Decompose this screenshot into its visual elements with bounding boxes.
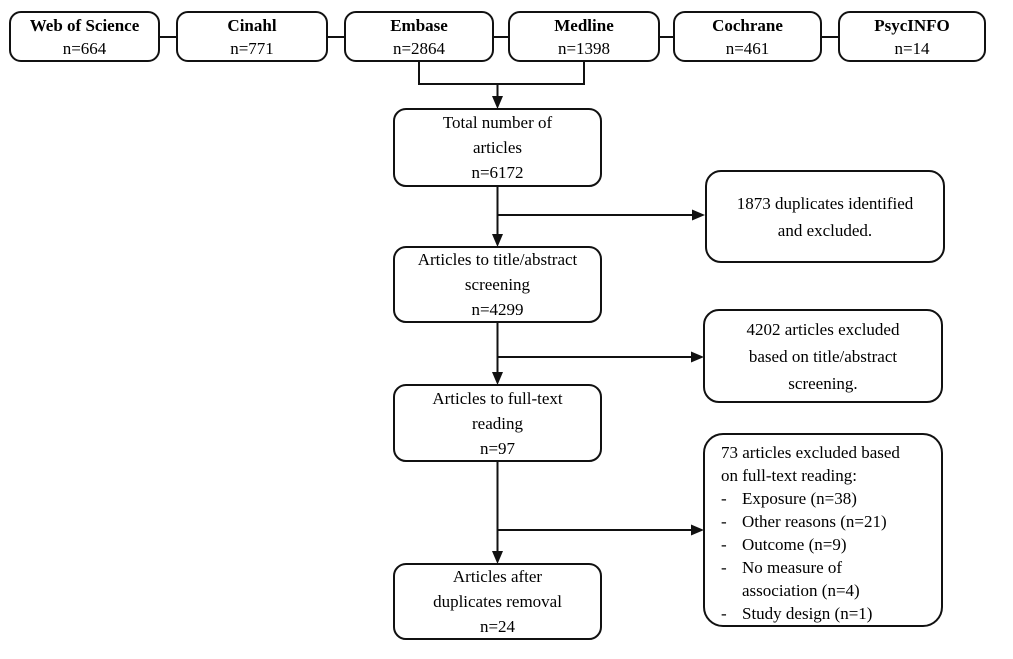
exclusion-list-item: - No measure of association (n=4) bbox=[721, 556, 931, 602]
exclusion-text: 1873 duplicates identified and excluded. bbox=[736, 193, 914, 240]
source-count: n=771 bbox=[230, 38, 274, 58]
source-count: n=664 bbox=[62, 38, 107, 58]
arrow-down-total bbox=[492, 96, 503, 109]
source-box-psycinfo: PsycINFO n=14 bbox=[838, 11, 986, 62]
stage-text: Articles to title/abstract screening n=4… bbox=[417, 250, 578, 319]
exclusion-item-text: Study design (n=1) bbox=[742, 604, 873, 623]
bullet-dash: - bbox=[721, 489, 727, 508]
exclusion-item-text: Other reasons (n=21) bbox=[742, 512, 887, 531]
source-count: n=2864 bbox=[392, 38, 446, 58]
exclusion-item-text: Exposure (n=38) bbox=[742, 489, 857, 508]
arrow-right-abstract-excluded bbox=[691, 351, 704, 363]
source-count: n=14 bbox=[894, 38, 930, 58]
arrow-down-fulltext bbox=[492, 372, 503, 385]
source-count: n=461 bbox=[725, 38, 770, 58]
source-count: n=1398 bbox=[557, 38, 611, 58]
connector-branches bbox=[497, 214, 692, 531]
exclusion-list-item: - Study design (n=1) bbox=[721, 602, 931, 625]
exclusion-item-text: Outcome (n=9) bbox=[742, 535, 847, 554]
source-box-embase: Embase n=2864 bbox=[344, 11, 494, 62]
exclusion-box-duplicates: 1873 duplicates identified and excluded. bbox=[705, 170, 945, 263]
exclusion-heading: 73 articles excluded based on full-text … bbox=[721, 443, 900, 485]
exclusion-box-title-abstract: 4202 articles excluded based on title/ab… bbox=[703, 309, 943, 403]
stage-box-after-duplicates-removal: Articles after duplicates removal n=24 bbox=[393, 563, 602, 640]
source-name: Cinahl bbox=[227, 15, 277, 35]
source-box-web-of-science: Web of Science n=664 bbox=[9, 11, 160, 62]
arrow-right-duplicates bbox=[692, 209, 705, 221]
exclusion-text: 4202 articles excluded based on title/ab… bbox=[746, 319, 900, 393]
source-box-medline: Medline n=1398 bbox=[508, 11, 660, 62]
source-box-cochrane: Cochrane n=461 bbox=[673, 11, 822, 62]
exclusion-list-item: - Exposure (n=38) bbox=[721, 487, 931, 510]
stage-text: Articles to full-text reading n=97 bbox=[432, 388, 563, 458]
arrow-down-final bbox=[492, 551, 503, 564]
exclusion-item-text: No measure of association (n=4) bbox=[742, 558, 860, 600]
source-name: Embase bbox=[390, 15, 448, 35]
source-name: PsycINFO bbox=[874, 15, 950, 35]
arrow-right-fulltext-excluded bbox=[691, 524, 704, 536]
stage-text: Total number of articles n=6172 bbox=[442, 113, 553, 182]
stage-text: Articles after duplicates removal n=24 bbox=[433, 567, 562, 636]
source-name: Web of Science bbox=[29, 15, 140, 35]
bullet-dash: - bbox=[721, 558, 727, 577]
exclusion-list-item: - Other reasons (n=21) bbox=[721, 510, 931, 533]
arrow-down-screening bbox=[492, 234, 503, 247]
connector-merge bbox=[418, 61, 585, 96]
stage-box-total-articles: Total number of articles n=6172 bbox=[393, 108, 602, 187]
stage-box-title-abstract-screening: Articles to title/abstract screening n=4… bbox=[393, 246, 602, 323]
exclusion-box-fulltext: 73 articles excluded based on full-text … bbox=[703, 433, 943, 627]
bullet-dash: - bbox=[721, 604, 727, 623]
source-name: Cochrane bbox=[712, 15, 783, 35]
stage-box-fulltext-reading: Articles to full-text reading n=97 bbox=[393, 384, 602, 462]
source-name: Medline bbox=[554, 15, 614, 35]
bullet-dash: - bbox=[721, 535, 727, 554]
source-box-cinahl: Cinahl n=771 bbox=[176, 11, 328, 62]
bullet-dash: - bbox=[721, 512, 727, 531]
exclusion-list-item: - Outcome (n=9) bbox=[721, 533, 931, 556]
